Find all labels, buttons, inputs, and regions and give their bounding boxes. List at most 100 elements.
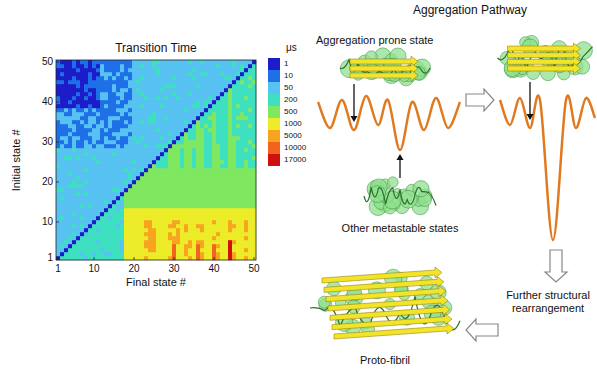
heatmap-cell [176, 112, 180, 116]
heatmap-cell [204, 132, 208, 136]
heatmap-cell [156, 172, 160, 176]
heatmap-cell [64, 252, 68, 256]
heatmap-cell [196, 120, 200, 124]
heatmap-cell [188, 240, 192, 244]
heatmap-cell [56, 108, 60, 112]
heatmap-cell [184, 240, 188, 244]
heatmap-cell [200, 188, 204, 192]
heatmap-cell [68, 200, 72, 204]
heatmap-cell [180, 232, 184, 236]
heatmap-cell [236, 236, 240, 240]
heatmap-cell [96, 228, 100, 232]
heatmap-cell [152, 208, 156, 212]
heatmap-cell [172, 188, 176, 192]
heatmap-cell [180, 104, 184, 108]
heatmap-cell [180, 136, 184, 140]
heatmap-cell [140, 172, 144, 176]
heatmap-cell [144, 244, 148, 248]
heatmap-cell [124, 160, 128, 164]
heatmap-cell [168, 140, 172, 144]
heatmap-cell [164, 136, 168, 140]
heatmap-cell [176, 184, 180, 188]
heatmap-cell [196, 172, 200, 176]
heatmap-cell [92, 236, 96, 240]
heatmap-cell [136, 176, 140, 180]
heatmap-cell [184, 140, 188, 144]
heatmap-cell [180, 100, 184, 104]
heatmap-cell [64, 212, 68, 216]
heatmap-cell [220, 188, 224, 192]
heatmap-cell [252, 188, 256, 192]
heatmap-cell [56, 180, 60, 184]
heatmap-cell [232, 236, 236, 240]
heatmap-cell [112, 172, 116, 176]
heatmap-cell [108, 144, 112, 148]
heatmap-cell [208, 148, 212, 152]
heatmap-cell [148, 104, 152, 108]
heatmap-cell [180, 116, 184, 120]
heatmap-cell [88, 148, 92, 152]
heatmap-cell [168, 244, 172, 248]
heatmap-cell [188, 108, 192, 112]
heatmap-cell [116, 148, 120, 152]
heatmap-cell [152, 144, 156, 148]
heatmap-cell [104, 188, 108, 192]
heatmap-cell [68, 180, 72, 184]
heatmap-cell [200, 144, 204, 148]
heatmap-cell [176, 108, 180, 112]
heatmap-cell [196, 248, 200, 252]
heatmap-cell [68, 196, 72, 200]
heatmap-cell [88, 128, 92, 132]
heatmap-cell [84, 192, 88, 196]
heatmap-cell [216, 104, 220, 108]
heatmap-cell [228, 120, 232, 124]
heatmap-cell [144, 196, 148, 200]
heatmap-cell [168, 204, 172, 208]
heatmap-cell [176, 104, 180, 108]
heatmap-cell [172, 184, 176, 188]
heatmap-cell [152, 188, 156, 192]
heatmap-cell [216, 112, 220, 116]
heatmap-cell [108, 120, 112, 124]
heatmap-cell [92, 140, 96, 144]
heatmap-cell [204, 116, 208, 120]
heatmap-cell [240, 144, 244, 148]
heatmap-cell [112, 140, 116, 144]
heatmap-cell [208, 112, 212, 116]
heatmap-cell [80, 256, 84, 260]
heatmap-cell [236, 120, 240, 124]
heatmap-cell [196, 180, 200, 184]
heatmap-cell [160, 224, 164, 228]
heatmap-cell [112, 100, 116, 104]
heatmap-cell [208, 256, 212, 260]
heatmap-cell [224, 180, 228, 184]
heatmap-cell [80, 196, 84, 200]
heatmap-cell [152, 108, 156, 112]
heatmap-cell [244, 200, 248, 204]
heatmap-cell [204, 156, 208, 160]
heatmap-cell [184, 116, 188, 120]
heatmap-cell [64, 220, 68, 224]
heatmap-cell [60, 152, 64, 156]
heatmap-cell [228, 244, 232, 248]
heatmap-cell [104, 108, 108, 112]
heatmap-cell [64, 136, 68, 140]
heatmap-cell [204, 212, 208, 216]
heatmap-cell [80, 116, 84, 120]
heatmap-cell [220, 216, 224, 220]
heatmap-cell [132, 176, 136, 180]
heatmap-cell [180, 252, 184, 256]
heatmap-cell [248, 108, 252, 112]
heatmap-cell [136, 132, 140, 136]
heatmap-cell [104, 132, 108, 136]
heatmap-cell [108, 244, 112, 248]
heatmap-cell [208, 244, 212, 248]
heatmap-cell [148, 132, 152, 136]
heatmap-cell [236, 112, 240, 116]
heatmap-cell [212, 256, 216, 260]
heatmap-cell [76, 128, 80, 132]
heatmap-cell [80, 100, 84, 104]
heatmap-cell [56, 196, 60, 200]
heatmap-cell [140, 256, 144, 260]
heatmap-cell [104, 212, 108, 216]
